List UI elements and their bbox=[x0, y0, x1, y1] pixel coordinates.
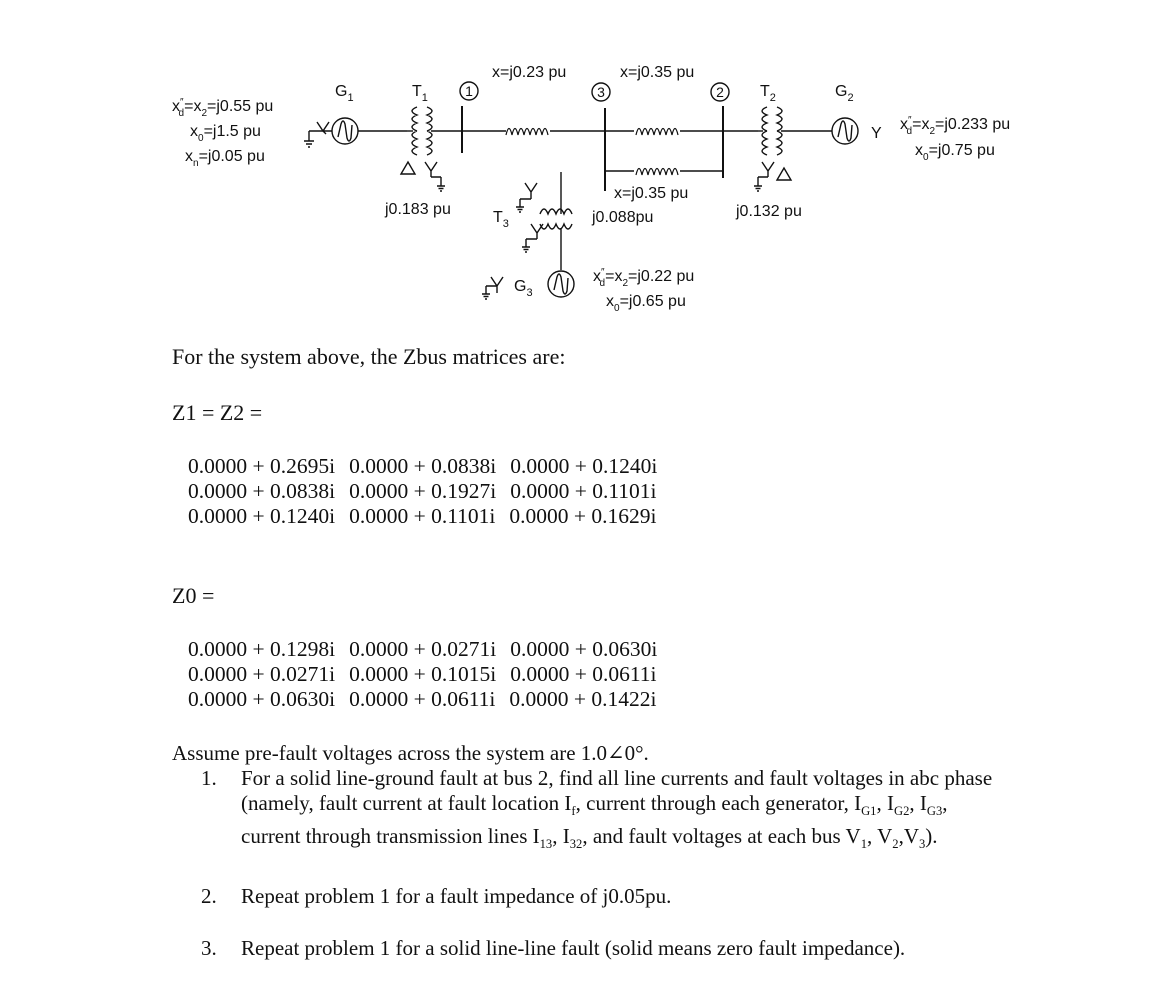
matrix-cell: 0.0000 + 0.1927i bbox=[349, 479, 497, 503]
t2-name: T2 bbox=[760, 83, 776, 104]
line-32-upper-reactance-icon bbox=[635, 127, 679, 136]
t1-reactance: j0.183 pu bbox=[384, 201, 451, 218]
matrix-cell: 0.0000 + 0.1101i bbox=[510, 479, 657, 503]
task-number: 2. bbox=[201, 884, 217, 909]
g3-x0-label: x0=j0.65 pu bbox=[606, 293, 686, 314]
matrix-row: 0.0000 + 0.0630i 0.0000 + 0.0611i 0.0000 +… bbox=[188, 687, 657, 712]
matrix-cell: 0.0000 + 0.1629i bbox=[509, 504, 657, 528]
bus-2-marker bbox=[710, 82, 730, 102]
g1-xd-label: x″d=x2=j0.55 pu bbox=[172, 97, 273, 119]
g3-xd-label: x″d=x2=j0.22 pu bbox=[593, 267, 694, 289]
t3-wye-ground-upper-icon bbox=[516, 182, 538, 213]
generator-g1-wave bbox=[337, 120, 353, 142]
bus-2-label: 2 bbox=[716, 84, 724, 100]
generator-g3-wave bbox=[553, 273, 569, 295]
matrix-cell: 0.0000 + 0.0611i bbox=[349, 687, 496, 711]
matrix-cell: 0.0000 + 0.0630i bbox=[188, 687, 336, 711]
task-item: 2. Repeat problem 1 for a fault impedance… bbox=[201, 884, 1001, 909]
g2-xd-label: x″d=x2=j0.233 pu bbox=[900, 115, 1010, 137]
g1-xn-label: xn=j0.05 pu bbox=[185, 148, 265, 169]
matrix-row: 0.0000 + 0.1298i 0.0000 + 0.0271i 0.0000 +… bbox=[188, 637, 657, 662]
matrix-cell: 0.0000 + 0.0611i bbox=[510, 662, 657, 686]
matrix-cell: 0.0000 + 0.2695i bbox=[188, 454, 336, 478]
g2-wye-label: Y bbox=[871, 125, 882, 142]
task-item: 3. Repeat problem 1 for a solid line-line… bbox=[201, 936, 1001, 961]
matrix-row: 0.0000 + 0.1240i 0.0000 + 0.1101i 0.0000 +… bbox=[188, 504, 657, 529]
matrix-cell: 0.0000 + 0.0838i bbox=[188, 479, 336, 503]
matrix-cell: 0.0000 + 0.0838i bbox=[349, 454, 497, 478]
t1-delta-icon bbox=[399, 160, 417, 175]
t2-wye-ground-icon bbox=[754, 161, 775, 192]
bus-1-label: 1 bbox=[465, 83, 473, 99]
task-number: 3. bbox=[201, 936, 217, 961]
task-item: 1. For a solid line-ground fault at bus 2… bbox=[201, 766, 1001, 857]
t3-wye-ground-lower-icon bbox=[522, 223, 544, 253]
bus-1-marker bbox=[459, 81, 479, 101]
matrix-cell: 0.0000 + 0.0630i bbox=[510, 637, 658, 661]
line-32-lower-label: x=j0.35 pu bbox=[614, 185, 688, 202]
g1-wye-ground-icon bbox=[304, 121, 332, 148]
matrix-cell: 0.0000 + 0.1101i bbox=[349, 504, 496, 528]
one-line-diagram: 1 3 2 G1 x″d=x2=j0.55 pu x0=j1.5 pu xn=j… bbox=[172, 64, 1010, 314]
assumption-text: Assume pre-fault voltages across the sys… bbox=[172, 741, 649, 765]
task-text: Repeat problem 1 for a solid line-line f… bbox=[241, 936, 906, 961]
matrix-row: 0.0000 + 0.0838i 0.0000 + 0.1927i 0.0000 +… bbox=[188, 479, 657, 504]
z1-label: Z1 = Z2 = bbox=[172, 400, 263, 425]
matrix-row: 0.0000 + 0.2695i 0.0000 + 0.0838i 0.0000 +… bbox=[188, 454, 657, 479]
matrix-cell: 0.0000 + 0.1240i bbox=[188, 504, 336, 528]
t1-name: T1 bbox=[412, 83, 428, 104]
g1-name: G1 bbox=[335, 83, 354, 104]
bus-3-marker bbox=[591, 82, 611, 102]
intro-text: For the system above, the Zbus matrices … bbox=[172, 344, 566, 369]
generator-g3-symbol bbox=[547, 270, 575, 298]
t3-name: T3 bbox=[493, 209, 509, 230]
t2-reactance: j0.132 pu bbox=[735, 203, 802, 220]
g2-x0-label: x0=j0.75 pu bbox=[915, 142, 995, 163]
t3-reactance: j0.088pu bbox=[591, 209, 653, 226]
generator-g2-symbol bbox=[831, 117, 859, 145]
matrix-row: 0.0000 + 0.0271i 0.0000 + 0.1015i 0.0000 +… bbox=[188, 662, 657, 687]
g1-x0-label: x0=j1.5 pu bbox=[190, 123, 261, 144]
matrix-cell: 0.0000 + 0.1015i bbox=[349, 662, 497, 686]
t1-wye-ground-icon bbox=[424, 161, 445, 192]
task-text: For a solid line-ground fault at bus 2, … bbox=[241, 766, 993, 852]
task-text: Repeat problem 1 for a fault impedance o… bbox=[241, 884, 672, 909]
bus-3-label: 3 bbox=[597, 84, 605, 100]
matrix-cell: 0.0000 + 0.1422i bbox=[509, 687, 657, 711]
matrix-cell: 0.0000 + 0.1298i bbox=[188, 637, 336, 661]
line-13-reactance-icon bbox=[505, 127, 549, 136]
g2-name: G2 bbox=[835, 83, 854, 104]
line-32-upper-label: x=j0.35 pu bbox=[620, 64, 694, 81]
t2-delta-icon bbox=[775, 166, 793, 181]
transformer-t1-symbol bbox=[411, 106, 433, 156]
matrix-cell: 0.0000 + 0.1240i bbox=[510, 454, 658, 478]
matrix-cell: 0.0000 + 0.0271i bbox=[188, 662, 336, 686]
g3-wye-ground-icon bbox=[482, 276, 504, 300]
line-32-lower-reactance-icon bbox=[635, 167, 679, 176]
transformer-t2-symbol bbox=[761, 106, 783, 156]
generator-g1-symbol bbox=[331, 117, 359, 145]
line-13-label: x=j0.23 pu bbox=[492, 64, 566, 81]
g3-name: G3 bbox=[514, 278, 533, 299]
z0-label: Z0 = bbox=[172, 583, 215, 608]
task-list: 1. For a solid line-ground fault at bus 2… bbox=[201, 766, 1001, 988]
transformer-t3-symbol bbox=[539, 208, 573, 230]
generator-g2-wave bbox=[837, 120, 853, 142]
matrix-cell: 0.0000 + 0.0271i bbox=[349, 637, 497, 661]
task-number: 1. bbox=[201, 766, 217, 790]
